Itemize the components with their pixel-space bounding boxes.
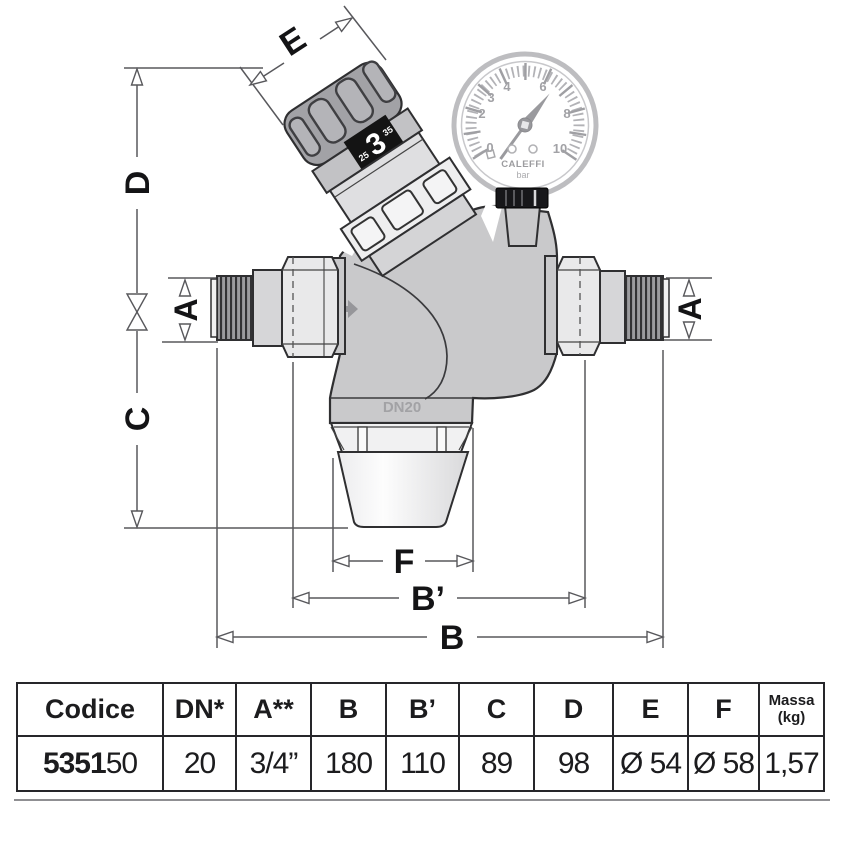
dim-label-a-right: A <box>672 297 708 320</box>
dim-label-c: C <box>119 407 157 432</box>
left-union-nut <box>281 256 339 358</box>
gauge-stem <box>503 205 542 247</box>
cell-dn: 20 <box>162 735 237 792</box>
collar-lugs <box>350 169 458 252</box>
dim-label-b-prime: B’ <box>411 580 445 618</box>
body-contour-line <box>353 263 448 400</box>
dim-label-e: E <box>273 20 313 64</box>
header-b: B <box>310 682 387 737</box>
dim-label-a-left: A <box>168 298 204 321</box>
valve-technical-drawing: DN20 CALEFFI <box>119 5 712 657</box>
cell-e: Ø 54 <box>612 735 689 792</box>
cell-f: Ø 58 <box>687 735 760 792</box>
body-notch-right <box>481 204 502 242</box>
right-port <box>544 255 670 356</box>
header-c: C <box>458 682 535 737</box>
header-e: E <box>612 682 689 737</box>
cell-a: 3/4” <box>235 735 312 792</box>
svg-text:4: 4 <box>503 79 511 94</box>
cell-d: 98 <box>533 735 614 792</box>
gauge-scale-numbers: 0 2 3 4 6 8 10 <box>478 79 570 156</box>
header-massa: Massa (kg) <box>758 682 825 737</box>
code-series: 5351 <box>42 746 107 780</box>
gauge-major-ticks <box>463 62 587 161</box>
setting-window <box>343 114 404 170</box>
header-massa-line1: Massa <box>768 692 815 709</box>
left-thread <box>216 275 254 341</box>
svg-text:3: 3 <box>487 90 494 105</box>
svg-text:10: 10 <box>553 141 567 156</box>
table-bottom-rule <box>14 799 830 801</box>
svg-text:2: 2 <box>478 106 485 121</box>
dim-label-f: F <box>394 543 415 581</box>
header-massa-line2: (kg) <box>777 708 806 726</box>
spec-table: Codice DN* A** B B’ C D E F Massa (kg) 5… <box>16 682 825 792</box>
header-b-prime: B’ <box>385 682 460 737</box>
header-codice: Codice <box>16 682 164 737</box>
adjustment-knob: 25 3 35 <box>283 60 478 278</box>
svg-text:6: 6 <box>539 79 546 94</box>
pressure-gauge: 0 2 3 4 6 8 10 CALEFFI bar <box>451 51 599 199</box>
code-size: 50 <box>105 746 138 780</box>
right-thread <box>624 275 664 341</box>
header-d: D <box>533 682 614 737</box>
right-union-nut <box>556 256 601 356</box>
knob-grip-slots <box>288 60 397 157</box>
gauge-unit: bar <box>516 170 529 180</box>
setting-scale-right: 35 <box>381 124 395 138</box>
spec-table-data-row: 535150 20 3/4” 180 110 89 98 Ø 54 Ø 58 1… <box>16 735 825 792</box>
cartridge-cup <box>336 451 470 528</box>
header-a: A** <box>235 682 312 737</box>
cell-massa: 1,57 <box>758 735 825 792</box>
header-dn: DN* <box>162 682 237 737</box>
svg-text:8: 8 <box>563 106 570 121</box>
svg-text:0: 0 <box>486 140 493 155</box>
gauge-brand: CALEFFI <box>501 159 545 170</box>
cell-c: 89 <box>458 735 535 792</box>
cell-b: 180 <box>310 735 387 792</box>
header-f: F <box>687 682 760 737</box>
spec-table-header-row: Codice DN* A** B B’ C D E F Massa (kg) <box>16 682 825 737</box>
left-port <box>210 256 346 358</box>
cartridge-housing <box>329 422 474 528</box>
dimension-arrowheads <box>125 16 696 644</box>
gauge-connector <box>495 187 549 209</box>
dim-label-d: D <box>119 171 157 196</box>
cell-b-prime: 110 <box>385 735 460 792</box>
setting-scale-left: 25 <box>357 150 371 164</box>
body-dn-marking: DN20 <box>383 399 421 416</box>
dim-label-b: B <box>440 619 465 657</box>
cell-codice: 535150 <box>16 735 164 792</box>
